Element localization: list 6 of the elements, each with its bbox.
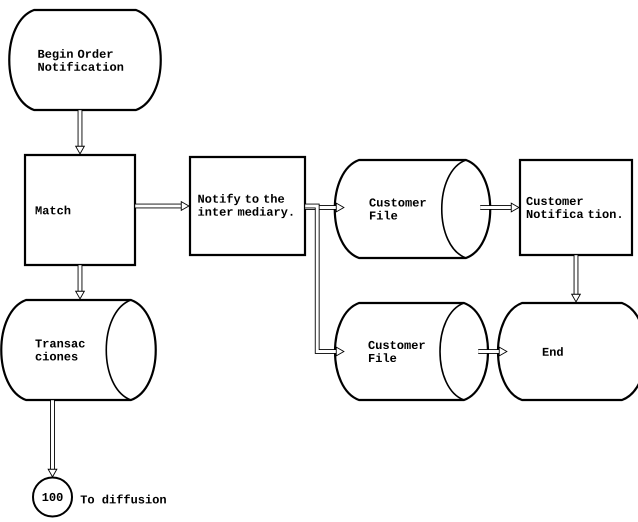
process-box: Customer Notifica tion.	[518, 158, 634, 256]
start-terminal: Begin Order Notification	[8, 8, 162, 112]
process-box: Notify to the inter mediary.	[188, 156, 306, 256]
end-terminal: End	[496, 302, 638, 402]
beside-label: To diffusion	[80, 494, 166, 504]
process-box: Match	[24, 154, 136, 266]
